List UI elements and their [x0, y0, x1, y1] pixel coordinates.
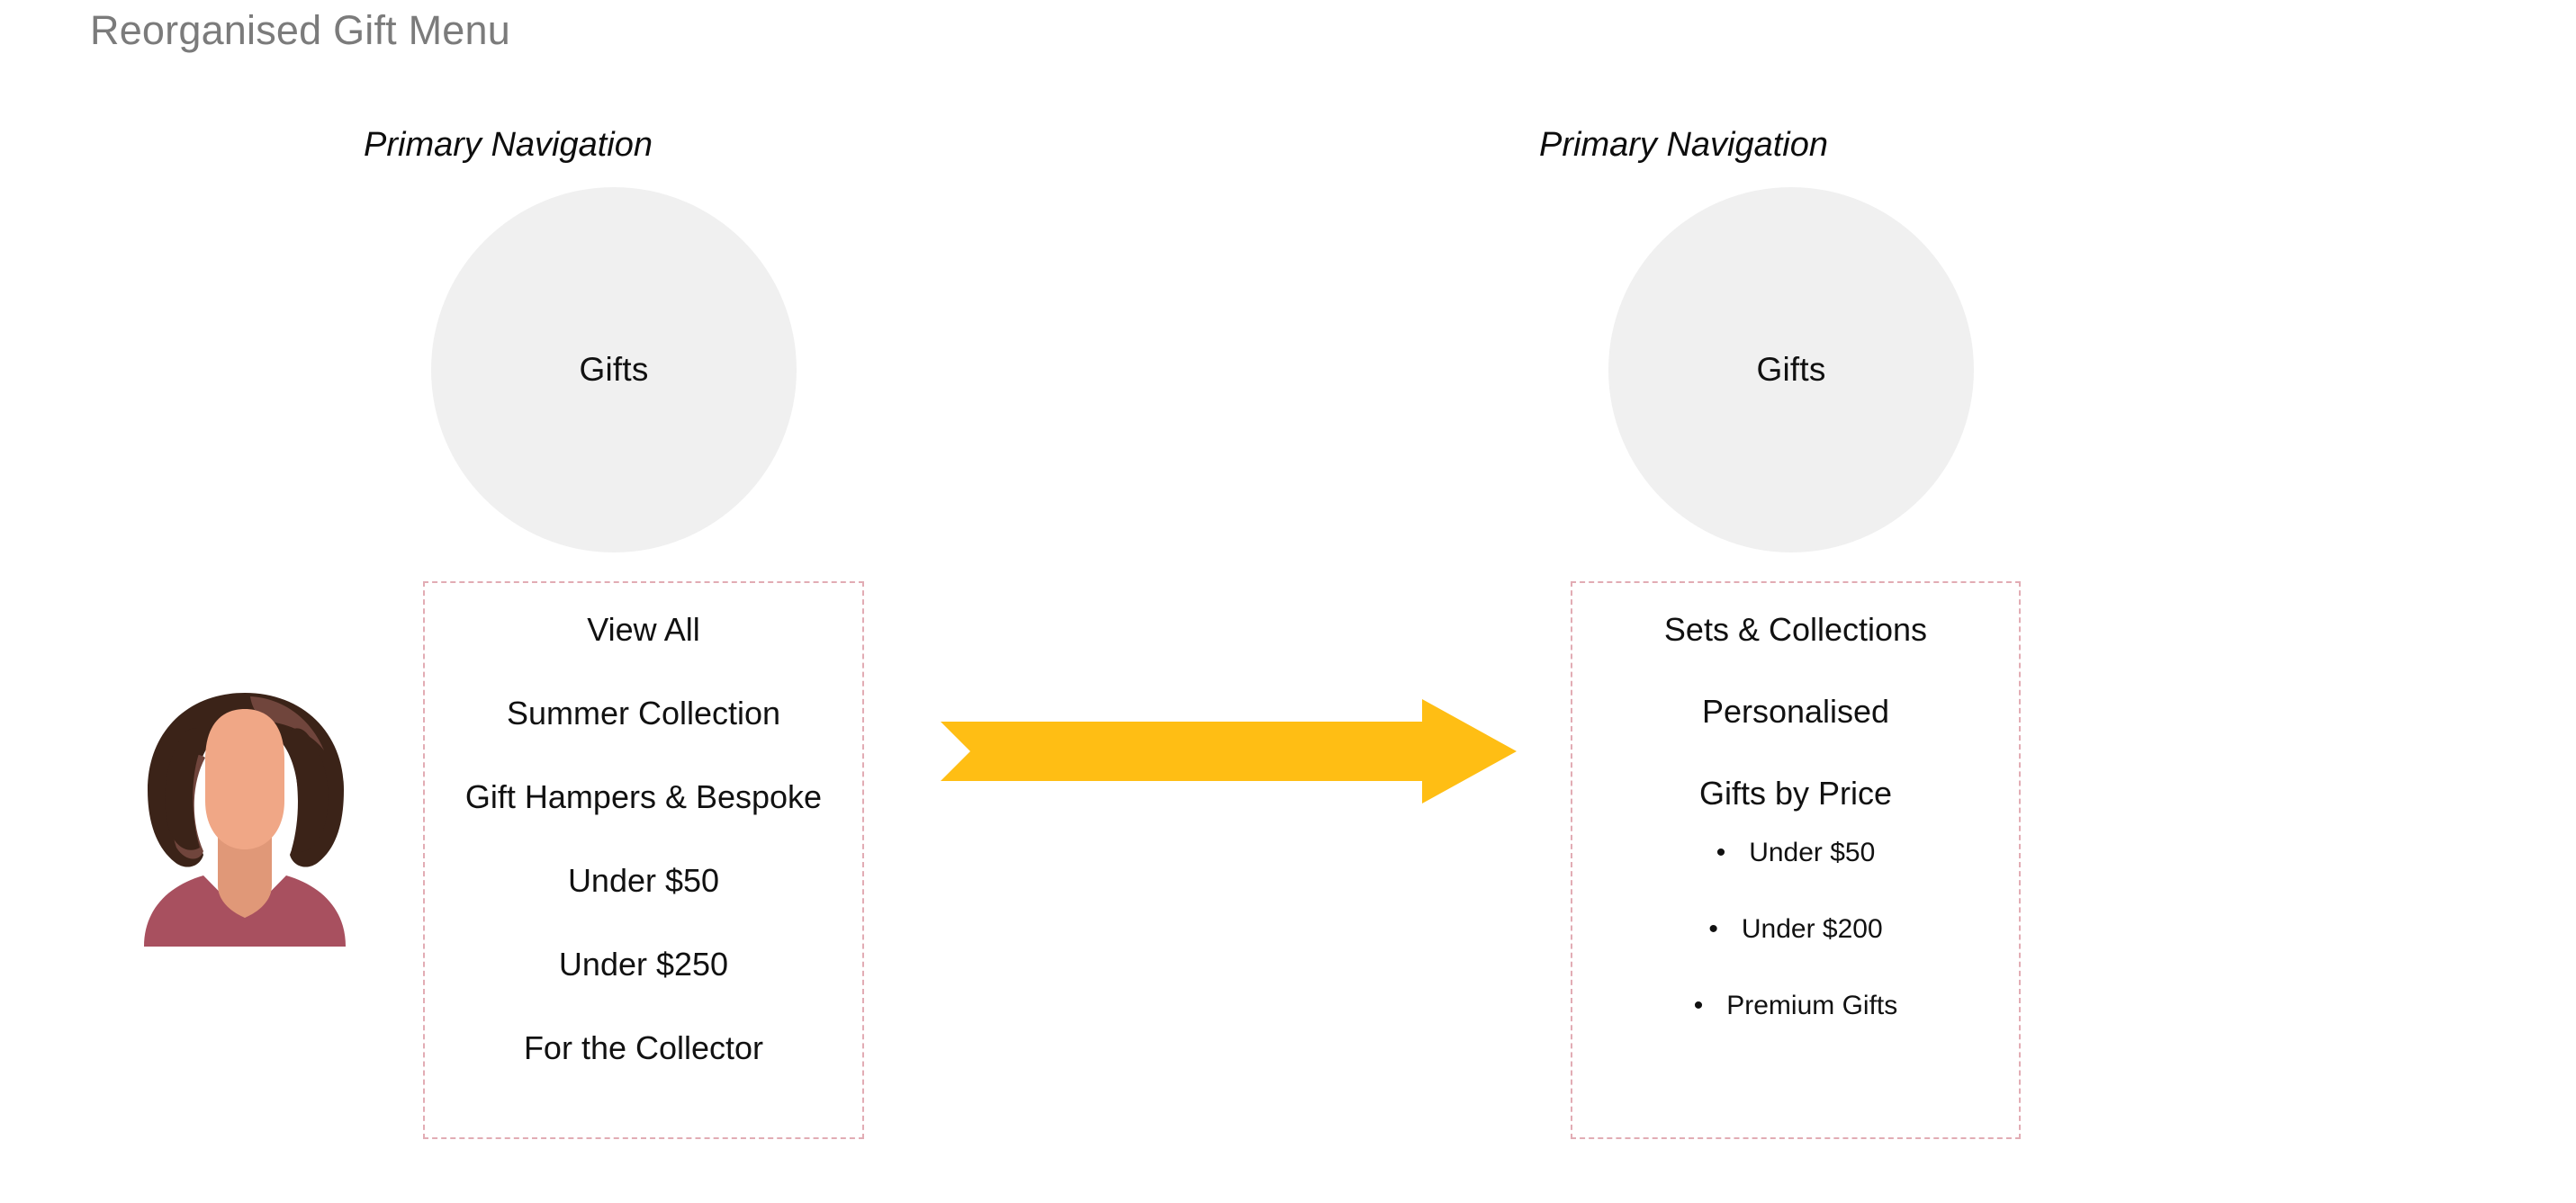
column-heading-before: Primary Navigation: [364, 126, 653, 164]
menu-sublist-container: • Under $50 • Under $200 • Premium Gifts: [1551, 839, 2040, 1019]
right-arrow-icon: [941, 699, 1517, 803]
menu-panel-before: View All Summer Collection Gift Hampers …: [423, 581, 864, 1139]
menu-subitem-label: Premium Gifts: [1726, 991, 1898, 1020]
user-avatar-illustration: [144, 693, 346, 947]
page-title: Reorganised Gift Menu: [90, 7, 510, 53]
menu-list-before: View All Summer Collection Gift Hampers …: [403, 614, 884, 1116]
menu-sublist-after: • Under $50 • Under $200 • Premium Gifts: [1551, 839, 2040, 1019]
menu-panel-after: Sets & Collections Personalised Gifts by…: [1571, 581, 2021, 1139]
menu-subitem-label: Under $50: [1749, 838, 1876, 867]
menu-subitem[interactable]: • Under $200: [1551, 916, 2040, 943]
menu-subitem-label: Under $200: [1741, 914, 1883, 944]
menu-subitem[interactable]: • Premium Gifts: [1551, 992, 2040, 1019]
nav-circle-after[interactable]: Gifts: [1608, 187, 1974, 552]
menu-item[interactable]: Under $250: [558, 946, 729, 983]
menu-list-after: Sets & Collections Personalised Gifts by…: [1551, 614, 2040, 1069]
nav-circle-before-label: Gifts: [579, 351, 649, 388]
bullet-icon: •: [1716, 838, 1726, 867]
transition-arrow: [936, 697, 1521, 805]
menu-item[interactable]: View All: [587, 611, 700, 648]
menu-item[interactable]: Gifts by Price: [1698, 775, 1893, 812]
bullet-icon: •: [1708, 914, 1718, 944]
bullet-icon: •: [1693, 991, 1704, 1020]
nav-circle-after-label: Gifts: [1756, 351, 1826, 388]
menu-item[interactable]: Summer Collection: [506, 695, 781, 732]
menu-item[interactable]: Sets & Collections: [1663, 611, 1928, 648]
menu-item[interactable]: Personalised: [1701, 693, 1890, 730]
column-heading-after: Primary Navigation: [1539, 126, 1828, 164]
nav-circle-before[interactable]: Gifts: [431, 187, 797, 552]
menu-subitem[interactable]: • Under $50: [1551, 839, 2040, 866]
avatar: [135, 686, 356, 947]
menu-item[interactable]: For the Collector: [523, 1029, 764, 1066]
menu-item[interactable]: Under $50: [567, 862, 720, 899]
menu-item[interactable]: Gift Hampers & Bespoke: [464, 778, 823, 815]
